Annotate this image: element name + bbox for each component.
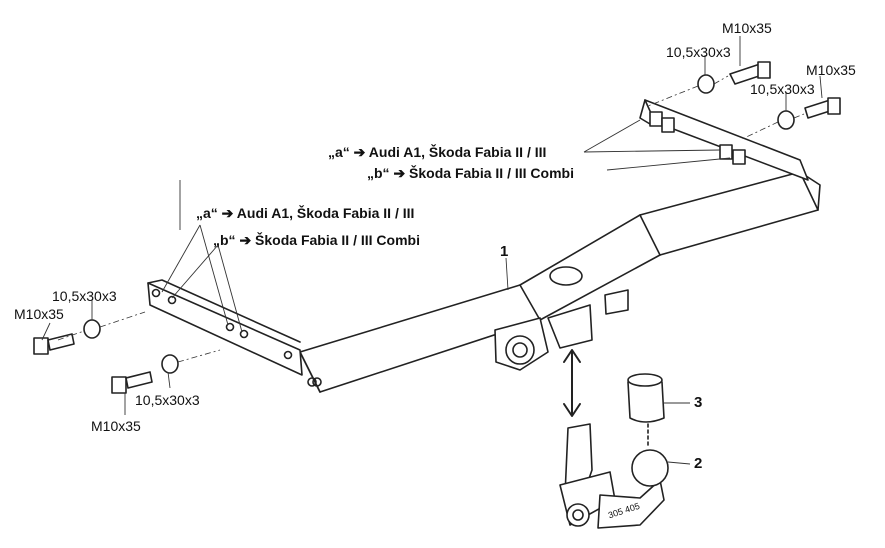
receiver-tube (547, 289, 629, 349)
washer-size-top-1: 10,5x30x3 (666, 44, 731, 60)
ball-cap (627, 373, 665, 423)
part-number-3: 3 (694, 394, 703, 411)
ball-neck (559, 423, 669, 529)
note-right-b: „b“ ➔ Škoda Fabia II / III Combi (367, 165, 574, 181)
note-right-a: „a“ ➔ Audi A1, Škoda Fabia II / III (328, 144, 547, 160)
washer-top-1 (697, 74, 715, 94)
washer-left-2 (161, 354, 179, 374)
bolt-size-left-2: M10x35 (91, 418, 141, 434)
note-left-a: „a“ ➔ Audi A1, Škoda Fabia II / III (196, 205, 415, 221)
bolt-top-2 (804, 97, 841, 119)
left-bracket (147, 279, 322, 387)
washer-size-top-2: 10,5x30x3 (750, 81, 815, 97)
washer-size-left-2: 10,5x30x3 (135, 392, 200, 408)
beam-plug (549, 266, 583, 286)
leader-lines (41, 36, 823, 465)
bolt-left-1 (33, 333, 75, 355)
bolt-top-1 (729, 61, 771, 85)
insertion-arrow (563, 349, 581, 417)
socket-plate (494, 317, 549, 371)
note-left-b: „b“ ➔ Škoda Fabia II / III Combi (213, 232, 420, 248)
bolt-size-left-1: M10x35 (14, 306, 64, 322)
bolt-left-2 (111, 371, 153, 394)
part-number-2: 2 (694, 455, 703, 472)
right-bracket (639, 99, 809, 181)
alignment-lines (57, 75, 805, 363)
bolt-size-top-2: M10x35 (806, 62, 856, 78)
part-number-1: 1 (500, 243, 509, 260)
washer-left-1 (83, 319, 101, 339)
bolt-size-top-1: M10x35 (722, 20, 772, 36)
washer-size-left-1: 10,5x30x3 (52, 288, 117, 304)
washer-top-2 (777, 110, 795, 130)
